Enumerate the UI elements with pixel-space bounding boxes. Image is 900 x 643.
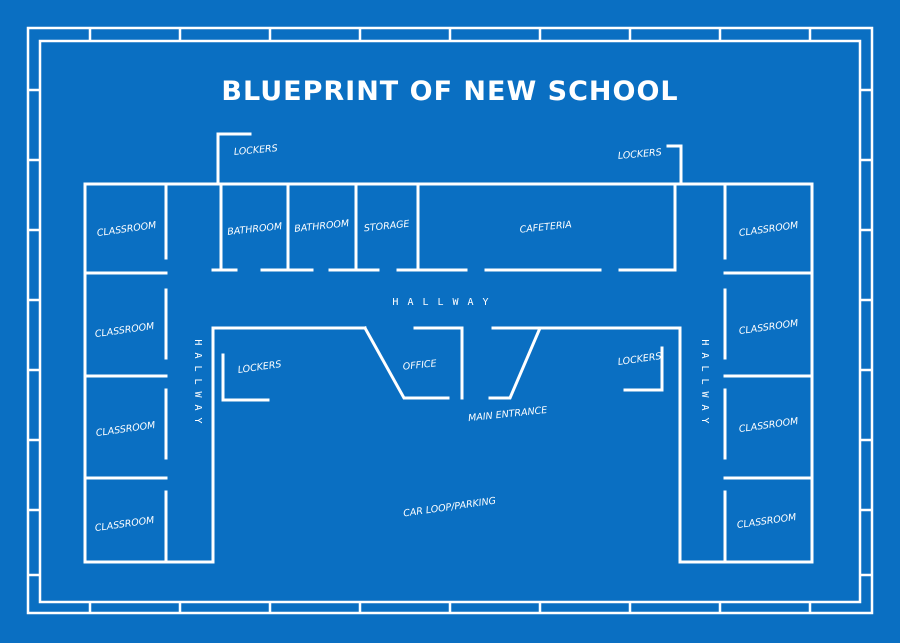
- hallway-label-center: HALLWAY: [392, 297, 497, 308]
- lockers-label: LOCKERS: [617, 351, 662, 368]
- center-rooms-walls: [211, 132, 683, 272]
- room-label-classroom: CLASSROOM: [94, 515, 155, 534]
- car-loop-label: CAR LOOP/PARKING: [403, 496, 497, 520]
- room-label-classroom: CLASSROOM: [94, 321, 155, 340]
- room-label-office: OFFICE: [402, 358, 437, 372]
- lockers-label: LOCKERS: [233, 143, 278, 158]
- room-label-storage: STORAGE: [363, 219, 410, 235]
- room-label-classroom: CLASSROOM: [736, 512, 797, 531]
- main-entrance-label: MAIN ENTRANCE: [468, 405, 548, 424]
- right-wing-walls: [538, 182, 814, 564]
- lockers-label: LOCKERS: [237, 359, 282, 376]
- room-labels: CLASSROOM CLASSROOM CLASSROOM CLASSROOM …: [94, 143, 799, 534]
- blueprint-frame: [26, 26, 874, 615]
- lockers-label: LOCKERS: [617, 147, 662, 162]
- room-label-bathroom: BATHROOM: [227, 221, 283, 238]
- room-label-classroom: CLASSROOM: [96, 220, 157, 239]
- room-label-classroom: CLASSROOM: [738, 318, 799, 337]
- left-wing-walls: [83, 182, 464, 564]
- hallway-label-right: HALLWAY: [699, 339, 710, 430]
- room-label-classroom: CLASSROOM: [95, 420, 156, 439]
- room-label-classroom: CLASSROOM: [738, 416, 799, 435]
- page-title: BLUEPRINT OF NEW SCHOOL: [221, 76, 678, 107]
- room-label-bathroom: BATHROOM: [294, 218, 350, 235]
- hallway-label-left: HALLWAY: [192, 339, 203, 430]
- office-walls: [362, 325, 543, 400]
- room-label-classroom: CLASSROOM: [738, 220, 799, 239]
- room-label-cafeteria: CAFETERIA: [519, 219, 572, 235]
